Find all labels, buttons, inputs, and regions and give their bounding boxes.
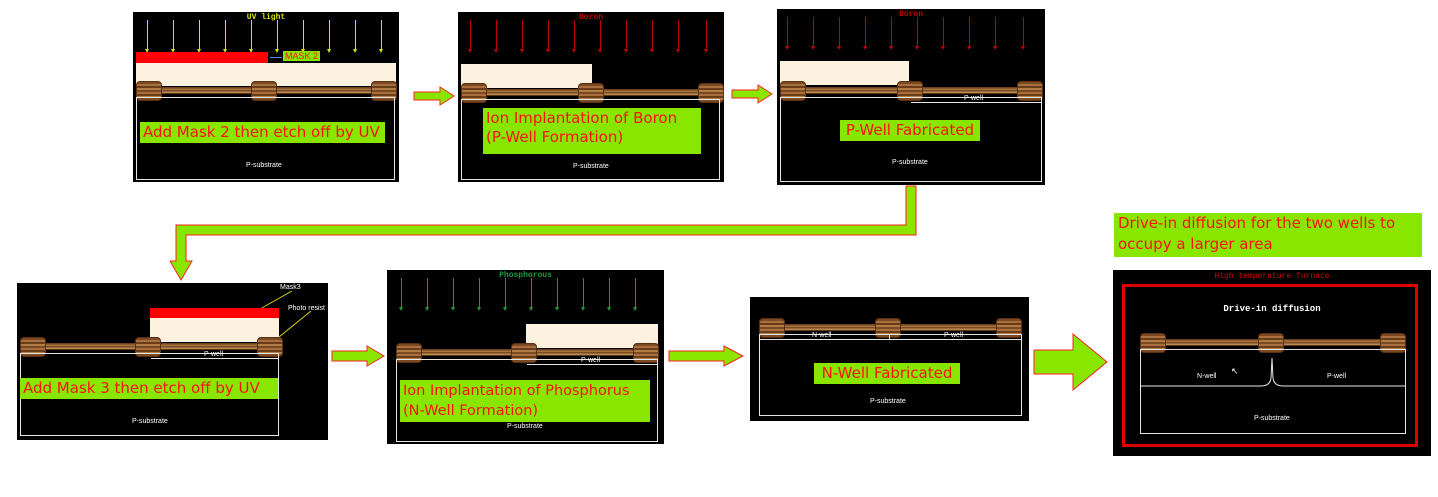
mask-3 — [150, 308, 279, 318]
panel-phosphorus-implant: Phosphorous P-well Ion Implantation of P… — [387, 270, 664, 444]
furnace-frame — [1122, 284, 1418, 447]
oxide-block-right — [1380, 333, 1406, 353]
uv-arrows — [133, 20, 399, 60]
step-caption: P-Well Fabricated — [840, 120, 980, 141]
photo-resist-label: Photo resist — [288, 305, 325, 312]
panel-boron-implant: Boron Ion Implantation of Boron (P-Well … — [458, 12, 724, 182]
panel-mask2: UV light MASK 2 Add Mask 2 then etch off… — [133, 12, 399, 182]
oxide-block-right — [996, 318, 1022, 338]
oxide-block-left — [396, 343, 422, 363]
phosphorous-arrows — [387, 278, 664, 318]
substrate-label: P-substrate — [132, 418, 168, 425]
panel-mask3: Mask3 Photo resist P-well Add Mask 3 the… — [17, 283, 328, 440]
substrate-box — [396, 359, 658, 442]
step-caption: Add Mask 2 then etch off by UV — [140, 122, 385, 143]
oxide-block-mid — [897, 81, 923, 101]
caption-line-1: Ion Implantation of Boron — [486, 109, 678, 127]
mask-2 — [136, 52, 268, 63]
oxide-block-left — [461, 83, 487, 103]
well-divider — [889, 334, 890, 340]
oxide-block-mid — [1258, 333, 1284, 353]
oxide-block-mid — [511, 343, 537, 363]
flow-arrow-6 — [1033, 333, 1108, 391]
oxide-block-left — [1140, 333, 1166, 353]
oxide-block-left — [20, 337, 46, 357]
photo-resist — [136, 63, 396, 86]
pwell-label: P-well — [1327, 373, 1347, 380]
source-label: Phosphorous — [499, 271, 552, 280]
pwell-boundary — [527, 364, 657, 365]
source-label: Boron — [898, 10, 923, 19]
mask3-pointer — [259, 291, 293, 310]
oxide-block-mid — [875, 318, 901, 338]
nwell-label: N-well — [812, 332, 832, 339]
nwell-label: N-well — [1197, 373, 1217, 380]
caption-line-2: (P-Well Formation) — [486, 128, 624, 146]
well-boundary — [1141, 357, 1406, 387]
oxide-block-right — [371, 81, 397, 101]
oxide-block-right — [1017, 81, 1043, 101]
substrate-box — [780, 97, 1042, 182]
resist-pointer — [278, 311, 312, 338]
oxide-block-left — [136, 81, 162, 101]
flow-arrow-5 — [668, 345, 744, 367]
oxide-block-mid — [578, 83, 604, 103]
oxide-block-left — [759, 318, 785, 338]
boron-arrows — [458, 20, 724, 60]
furnace-label: High temperature furnace — [1214, 272, 1330, 281]
step-caption: Ion Implantation of Boron (P-Well Format… — [483, 108, 701, 154]
mask-pointer-arrow — [270, 57, 282, 58]
mask3-label: Mask3 — [280, 284, 301, 291]
flow-arrow-2 — [731, 84, 773, 104]
oxide-block-mid — [251, 81, 277, 101]
substrate-label: P-substrate — [1254, 415, 1290, 422]
mask-label: MASK 2 — [283, 51, 321, 61]
flow-arrow-connector — [170, 185, 917, 281]
oxide-block-left — [780, 81, 806, 101]
note-line-1: Drive-in diffusion for the two wells to — [1118, 214, 1396, 232]
panel-pwell-fabricated: Boron P-well P-Well Fabricated P-substra… — [777, 9, 1045, 185]
oxide-block-right — [633, 343, 659, 363]
process-label: Drive-in diffusion — [1223, 304, 1321, 314]
boron-arrows — [777, 17, 1045, 57]
source-label: Boron — [578, 13, 603, 22]
substrate-label: P-substrate — [507, 423, 543, 430]
substrate-box — [759, 334, 1022, 416]
pwell-boundary — [151, 358, 278, 359]
substrate-label: P-substrate — [246, 162, 282, 169]
pwell-boundary — [911, 102, 1041, 103]
panel-drive-in-furnace: High temperature furnace Drive-in diffus… — [1113, 270, 1431, 456]
panel-nwell-fabricated: N-well P-well N-Well Fabricated P-substr… — [750, 297, 1029, 421]
pwell-label: P-well — [581, 357, 601, 364]
substrate-box — [1140, 349, 1406, 434]
substrate-box — [461, 99, 720, 180]
caption-line-1: Ion Implantation of Phosphorus — [403, 383, 630, 399]
substrate-label: P-substrate — [870, 398, 906, 405]
cursor-icon: ↖ — [1231, 366, 1239, 376]
step-caption: Ion Implantation of Phosphorus (N-Well F… — [400, 380, 650, 422]
oxide-block-mid — [135, 337, 161, 357]
pwell-label: P-well — [964, 95, 984, 102]
pwell-label: P-well — [204, 351, 224, 358]
substrate-label: P-substrate — [892, 159, 928, 166]
caption-line-2: (N-Well Formation) — [403, 403, 539, 419]
note-line-2: occupy a larger area — [1118, 235, 1273, 253]
oxide-block-right — [698, 83, 724, 103]
substrate-label: P-substrate — [573, 163, 609, 170]
flow-arrow-4 — [331, 345, 385, 367]
step-caption: N-Well Fabricated — [814, 363, 960, 384]
well-boundary — [760, 339, 1021, 340]
source-label: UV light — [246, 13, 286, 22]
substrate-box — [136, 97, 395, 180]
flow-arrow-1 — [413, 86, 455, 106]
oxide-block-right — [257, 337, 283, 357]
drive-in-note: Drive-in diffusion for the two wells to … — [1114, 213, 1422, 257]
step-caption: Add Mask 3 then etch off by UV — [20, 378, 278, 399]
pwell-label: P-well — [944, 332, 964, 339]
